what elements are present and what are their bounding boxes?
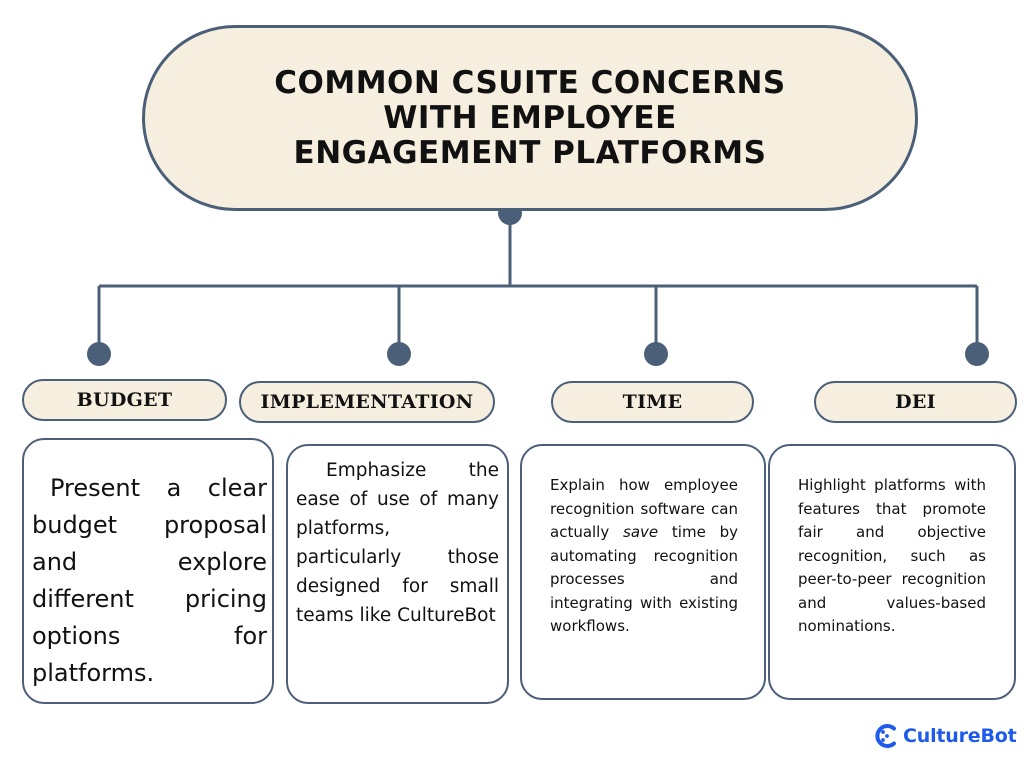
label-time: TIME — [551, 381, 754, 423]
time-text-after: time by automating recognition processes… — [550, 523, 738, 635]
implementation-text: Emphasize the ease of use of many platfo… — [296, 460, 499, 626]
culturebot-logo-icon — [875, 724, 896, 748]
label-dei: DEI — [814, 381, 1017, 423]
node-dei — [965, 342, 989, 366]
card-dei: Highlight platforms with features that p… — [768, 444, 1016, 700]
dei-text: Highlight platforms with features that p… — [798, 476, 986, 635]
title-line-3: Engagement Platforms — [293, 134, 767, 171]
diagram-title: Common CSuite Concerns With Employee Eng… — [274, 64, 786, 171]
title-pill: Common CSuite Concerns With Employee Eng… — [142, 25, 918, 211]
time-text-before: Explain how employee recognition softwar… — [550, 476, 738, 541]
time-text: Explain how employee recognition softwar… — [550, 474, 738, 639]
title-line-2: With Employee — [383, 99, 677, 136]
node-time — [644, 342, 668, 366]
budget-text: Present a clear budget proposal and expl… — [32, 474, 267, 687]
time-text-emphasis: save — [623, 523, 659, 541]
label-budget: BUDGET — [22, 379, 227, 421]
brand-name: CultureBot — [903, 725, 1017, 747]
node-budget — [87, 342, 111, 366]
culturebot-logo: CultureBot — [874, 723, 1017, 749]
card-budget: Present a clear budget proposal and expl… — [22, 438, 274, 704]
card-implementation: Emphasize the ease of use of many platfo… — [286, 444, 509, 704]
node-implementation — [387, 342, 411, 366]
title-line-1: Common CSuite Concerns — [274, 64, 786, 101]
card-time: Explain how employee recognition softwar… — [520, 444, 766, 700]
label-implementation: IMPLEMENTATION — [239, 381, 495, 423]
